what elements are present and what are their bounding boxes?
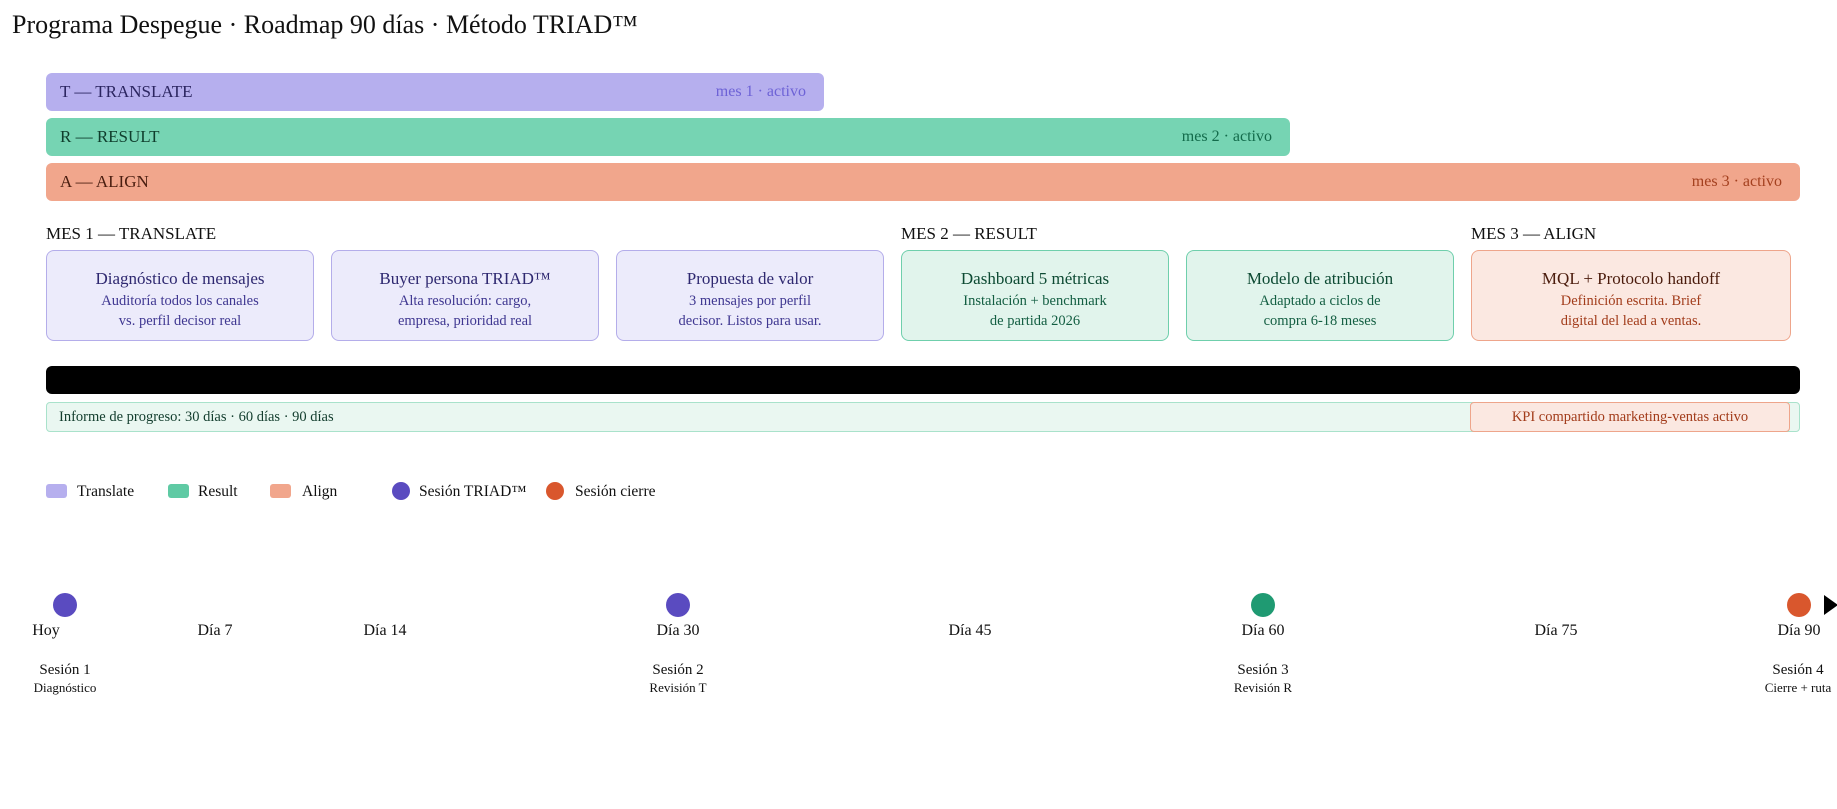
card-desc-line1: 3 mensajes por perfil bbox=[688, 293, 811, 309]
session-2: Sesión 2 Revisión T bbox=[649, 661, 706, 697]
timeline-dot-dia-90 bbox=[1787, 593, 1811, 617]
session-3: Sesión 3 Revisión R bbox=[1234, 661, 1292, 697]
phase-bar-translate: T — TRANSLATE mes 1 · activo bbox=[46, 73, 824, 111]
phase-status: mes 3 · activo bbox=[1691, 173, 1782, 190]
kpi-badge: KPI compartido marketing-ventas activo bbox=[1470, 402, 1790, 432]
phase-status: mes 2 · activo bbox=[1181, 128, 1272, 145]
timeline-day-label: Día 30 bbox=[656, 622, 700, 639]
legend-sesion-triad-dot bbox=[392, 482, 410, 500]
timeline-dot-dia-30 bbox=[666, 593, 690, 617]
timeline-track-bar bbox=[46, 366, 1800, 394]
legend-align-label: Align bbox=[302, 483, 338, 500]
timeline-day-label: Hoy bbox=[32, 622, 60, 639]
session-subtitle: Revisión R bbox=[1233, 680, 1293, 695]
legend-sesion-triad-label: Sesión TRIAD™ bbox=[419, 483, 527, 500]
legend-result-label: Result bbox=[198, 483, 238, 500]
page-title: Programa Despegue · Roadmap 90 días · Mé… bbox=[12, 10, 638, 39]
card-desc-line1: Adaptado a ciclos de bbox=[1259, 293, 1381, 309]
legend-translate-swatch bbox=[46, 484, 67, 498]
phase-label: A — ALIGN bbox=[60, 172, 149, 191]
month-1-label: MES 1 — TRANSLATE bbox=[46, 224, 217, 243]
phase-bar-align: A — ALIGN mes 3 · activo bbox=[46, 163, 1800, 201]
phase-label: R — RESULT bbox=[60, 127, 160, 146]
timeline-dot-dia-60 bbox=[1251, 593, 1275, 617]
card-title: Dashboard 5 métricas bbox=[960, 269, 1110, 288]
timeline-day-label: Día 90 bbox=[1777, 622, 1821, 639]
session-title: Sesión 1 bbox=[39, 662, 91, 678]
card-desc-line1: Definición escrita. Brief bbox=[1560, 293, 1702, 309]
timeline-day-label: Día 75 bbox=[1534, 622, 1578, 639]
card-dashboard-metricas: Dashboard 5 métricas Instalación + bench… bbox=[901, 250, 1169, 341]
card-desc-line2: vs. perfil decisor real bbox=[118, 313, 242, 329]
card-modelo-atribucion: Modelo de atribución Adaptado a ciclos d… bbox=[1186, 250, 1454, 341]
phase-bar-result: R — RESULT mes 2 · activo bbox=[46, 118, 1290, 156]
legend-sesion-cierre-label: Sesión cierre bbox=[575, 483, 656, 500]
card-desc-line2: empresa, prioridad real bbox=[397, 313, 533, 329]
timeline-arrow-icon bbox=[1824, 595, 1837, 615]
card-title: Propuesta de valor bbox=[686, 269, 814, 288]
card-desc-line1: Alta resolución: cargo, bbox=[398, 293, 532, 309]
session-title: Sesión 4 bbox=[1772, 662, 1824, 678]
card-title: Buyer persona TRIAD™ bbox=[379, 269, 551, 288]
card-diagnostico-mensajes: Diagnóstico de mensajes Auditoría todos … bbox=[46, 250, 314, 341]
timeline-day-label: Día 45 bbox=[948, 622, 992, 639]
card-title: Modelo de atribución bbox=[1246, 269, 1394, 288]
card-propuesta-valor: Propuesta de valor 3 mensajes por perfil… bbox=[616, 250, 884, 341]
session-subtitle: Revisión T bbox=[649, 680, 707, 695]
card-desc-line1: Instalación + benchmark bbox=[963, 293, 1107, 309]
session-title: Sesión 2 bbox=[652, 662, 704, 678]
timeline-day-label: Día 14 bbox=[363, 622, 407, 639]
card-title: Diagnóstico de mensajes bbox=[95, 269, 265, 288]
progress-report-text: Informe de progreso: 30 días · 60 días ·… bbox=[59, 409, 334, 425]
session-title: Sesión 3 bbox=[1237, 662, 1289, 678]
card-mql-handoff: MQL + Protocolo handoff Definición escri… bbox=[1471, 250, 1791, 341]
legend-result-swatch bbox=[168, 484, 189, 498]
timeline-day-label: Día 7 bbox=[197, 622, 233, 639]
card-desc-line2: de partida 2026 bbox=[989, 313, 1081, 329]
session-4: Sesión 4 Cierre + ruta bbox=[1765, 661, 1832, 697]
session-subtitle: Diagnóstico bbox=[33, 680, 97, 695]
session-1: Sesión 1 Diagnóstico bbox=[34, 661, 97, 697]
card-desc-line2: decisor. Listos para usar. bbox=[678, 313, 822, 329]
card-desc-line2: compra 6-18 meses bbox=[1263, 313, 1377, 329]
timeline-dot-hoy bbox=[53, 593, 77, 617]
month-2-label: MES 2 — RESULT bbox=[901, 224, 1037, 243]
card-desc-line2: digital del lead a ventas. bbox=[1560, 313, 1702, 329]
legend-sesion-cierre-dot bbox=[546, 482, 564, 500]
card-desc-line1: Auditoría todos los canales bbox=[101, 293, 259, 309]
phase-status: mes 1 · activo bbox=[715, 83, 806, 100]
session-subtitle: Cierre + ruta bbox=[1764, 680, 1832, 695]
timeline-day-label: Día 60 bbox=[1241, 622, 1285, 639]
legend-align-swatch bbox=[270, 484, 291, 498]
legend-translate-label: Translate bbox=[77, 483, 135, 500]
card-buyer-persona: Buyer persona TRIAD™ Alta resolución: ca… bbox=[331, 250, 599, 341]
card-title: MQL + Protocolo handoff bbox=[1541, 269, 1721, 288]
month-3-label: MES 3 — ALIGN bbox=[1471, 224, 1597, 243]
phase-label: T — TRANSLATE bbox=[60, 82, 193, 101]
